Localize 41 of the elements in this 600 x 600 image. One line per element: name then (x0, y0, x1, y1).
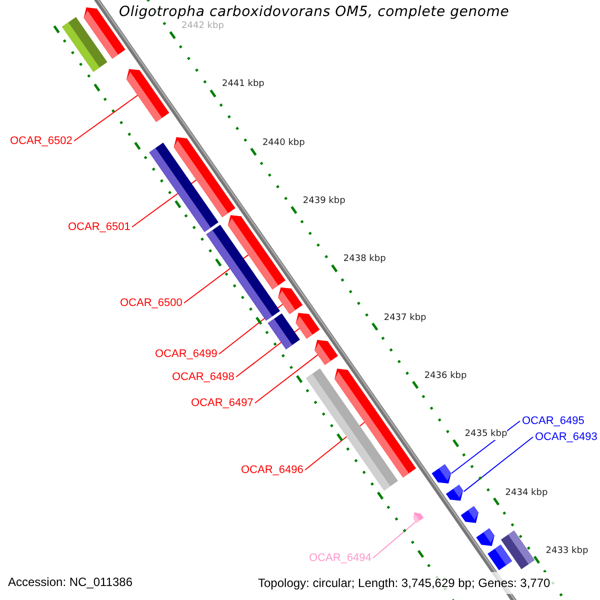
gene-glyph (296, 312, 320, 339)
gene-glyph (413, 512, 424, 523)
gene-glyph (268, 313, 300, 350)
leader-line (463, 436, 534, 492)
scale-label: 2439 kbp (302, 196, 346, 208)
scale-label: 2440 kbp (262, 138, 305, 149)
locus-label: OCAR_6497 (191, 396, 254, 410)
locus-label: OCAR_6495 (522, 414, 584, 428)
gene-glyph (314, 340, 338, 365)
locus-label: OCAR_6499 (155, 347, 218, 361)
scale-label: 2442 kbp (182, 21, 224, 32)
locus-label: OCAR_6496 (241, 463, 304, 477)
scale-label: 2434 kbp (505, 488, 548, 498)
gene-glyph (149, 142, 218, 232)
locus-label: OCAR_6493 (535, 430, 598, 444)
gene-glyph (488, 544, 512, 570)
locus-label: OCAR_6498 (172, 370, 234, 384)
locus-label: OCAR_6501 (68, 220, 130, 234)
gene-glyph (278, 287, 303, 314)
scale-label: 2441 kbp (222, 79, 264, 90)
gene-glyph (476, 528, 494, 546)
scale-label: 2438 kbp (343, 254, 386, 266)
leader-line (254, 354, 318, 404)
gene-glyph (62, 17, 108, 72)
gene-glyph (446, 484, 464, 501)
locus-label: OCAR_6500 (120, 296, 182, 310)
title: Oligotropha carboxidovorans OM5, complete genome (117, 3, 512, 21)
scale-label: 2433 kbp (546, 546, 588, 557)
scale-label: 2437 kbp (384, 312, 426, 324)
gene-glyph (432, 464, 452, 484)
gene-glyph (460, 506, 478, 523)
locus-label: OCAR_6494 (309, 551, 372, 565)
leader-line (372, 521, 416, 558)
leader-line (74, 94, 138, 142)
gene-glyph (306, 368, 398, 491)
gene-glyph (126, 68, 170, 122)
scale-label: 2436 kbp (424, 370, 467, 382)
scale-label: 2435 kbp (464, 429, 508, 440)
locus-label: OCAR_6502 (10, 134, 72, 148)
accession-text: Accession: NC_011386 (8, 574, 133, 590)
gene-glyph (206, 224, 280, 321)
